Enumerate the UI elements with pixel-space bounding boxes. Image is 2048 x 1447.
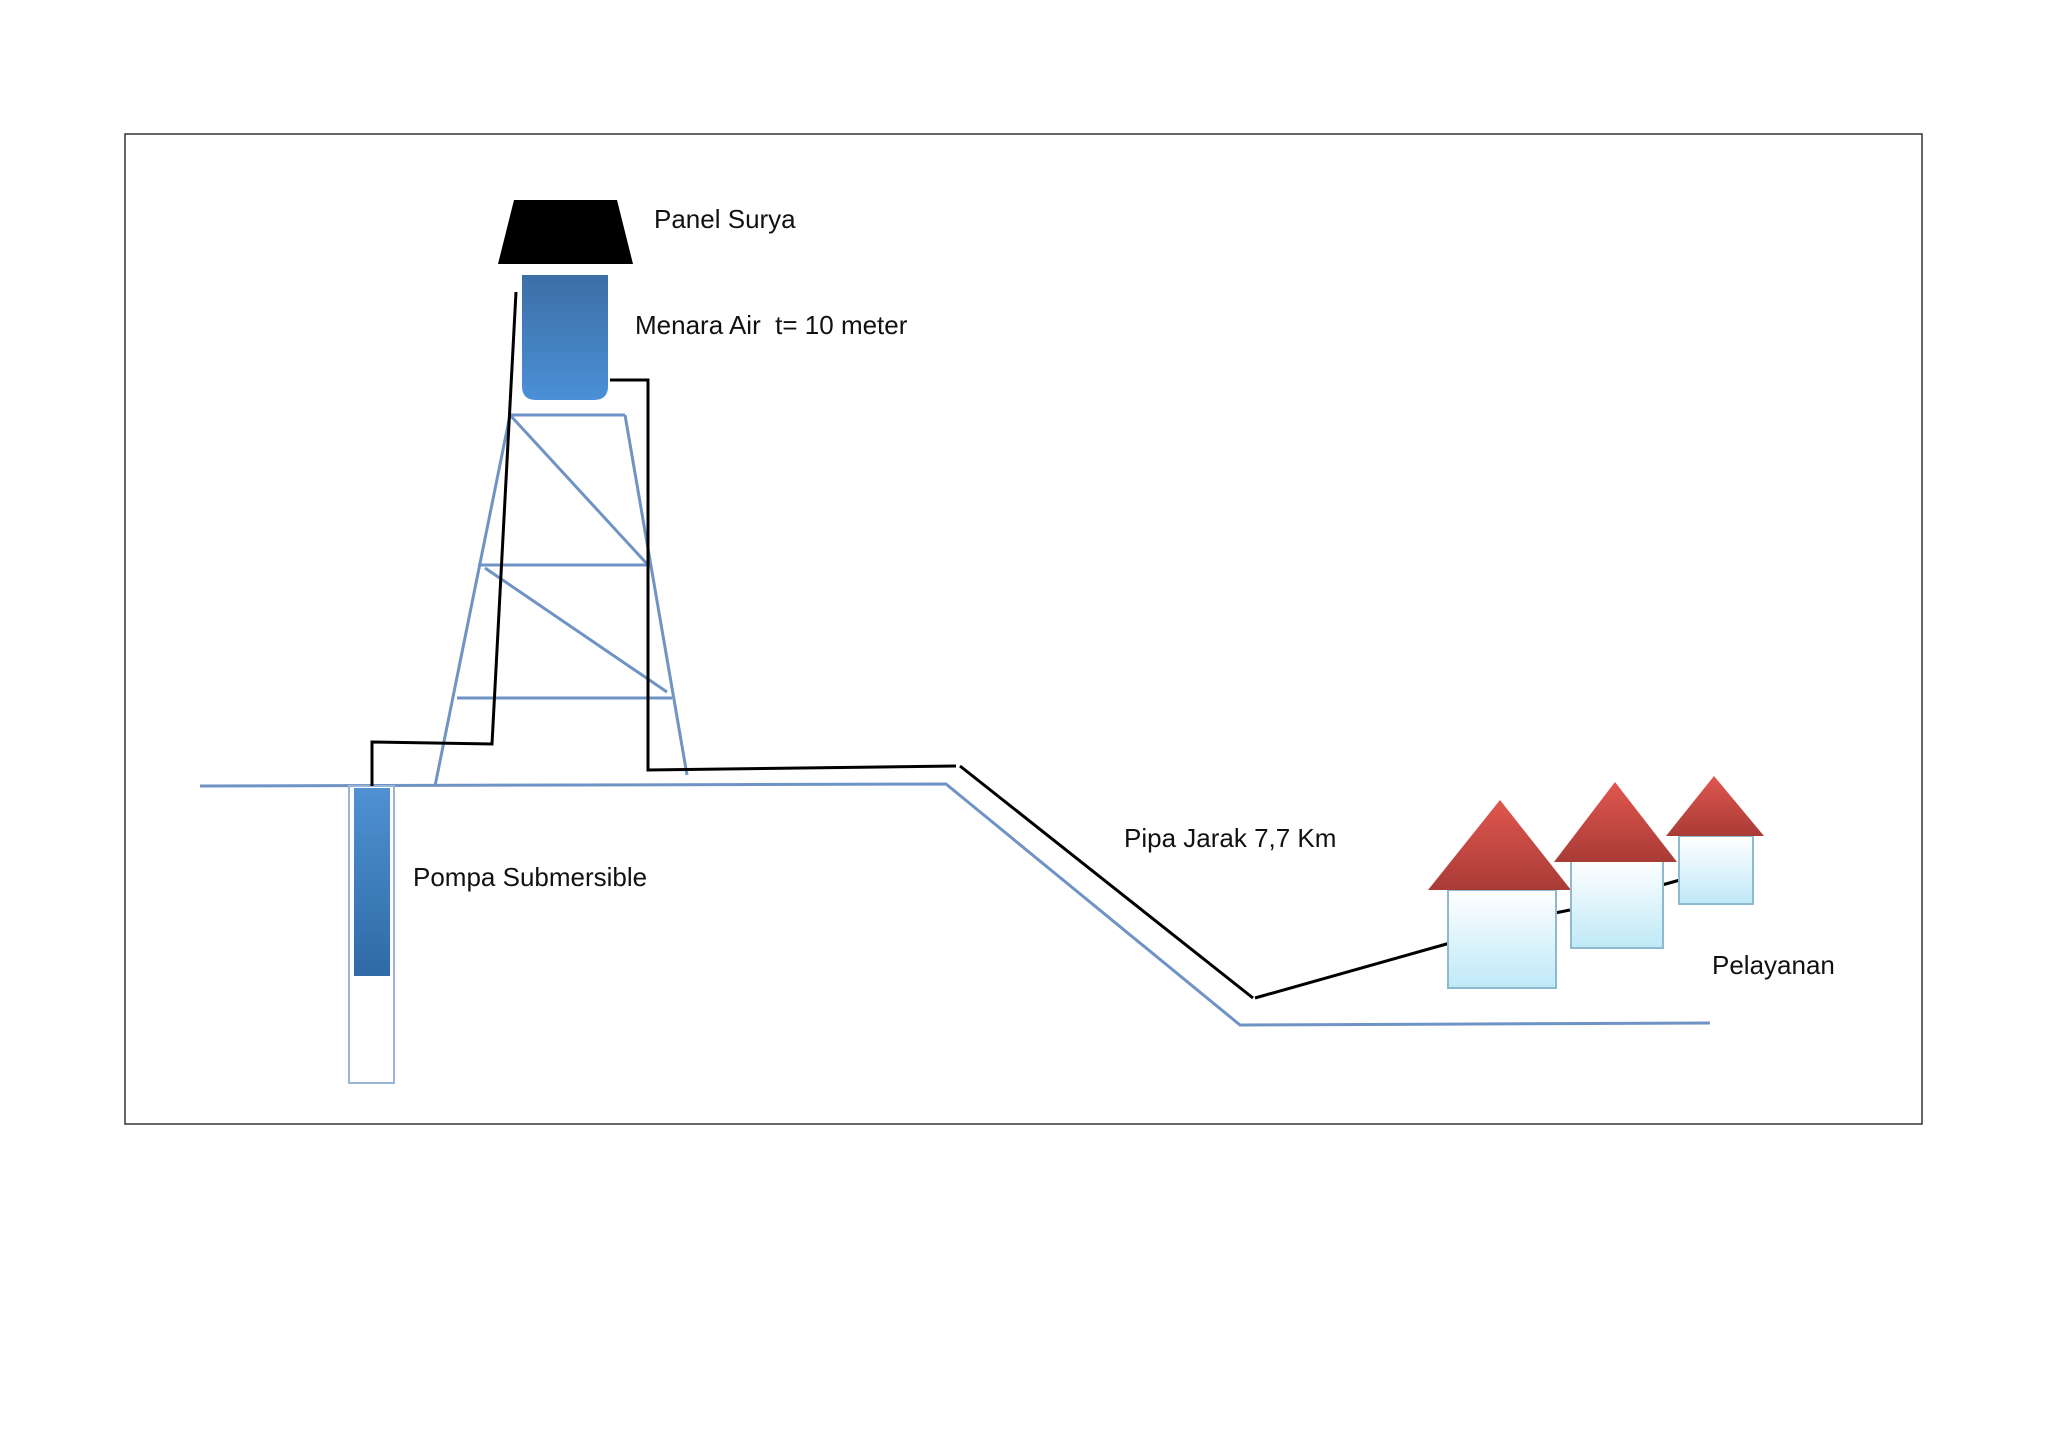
- label-pelayanan: Pelayanan: [1712, 950, 1835, 980]
- label-panel-surya: Panel Surya: [654, 204, 796, 234]
- pipe-line: [370, 291, 1681, 1000]
- solar-panel-icon: [498, 200, 633, 264]
- water-tank-icon: [522, 275, 608, 400]
- label-pipa-jarak: Pipa Jarak 7,7 Km: [1124, 823, 1336, 853]
- diagram-frame: [124, 133, 1923, 1125]
- label-menara-air: Menara Air t= 10 meter: [635, 310, 908, 340]
- house-icon: [1554, 782, 1677, 949]
- pump-icon: [354, 788, 390, 976]
- label-pompa-submersible: Pompa Submersible: [413, 862, 647, 892]
- house-icon: [1428, 800, 1571, 989]
- house-icon: [1666, 776, 1764, 905]
- tower-icon: [433, 413, 689, 787]
- ground-line: [199, 782, 1711, 1027]
